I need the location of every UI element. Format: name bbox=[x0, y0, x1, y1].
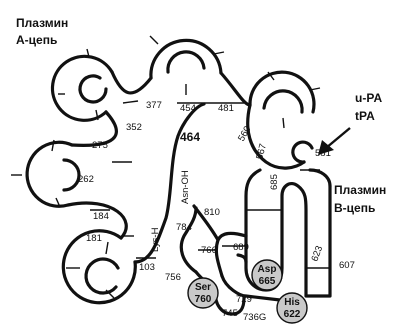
residue-607: 607 bbox=[339, 260, 355, 271]
residue-729: 729 bbox=[236, 294, 252, 305]
residue-184: 184 bbox=[93, 211, 109, 222]
kringle-4 bbox=[11, 140, 79, 207]
ser-name: Ser bbox=[195, 282, 211, 293]
residue-756: 756 bbox=[165, 272, 181, 283]
a-chain-title-line1: Плазмин bbox=[16, 16, 68, 30]
asp-name: Asp bbox=[258, 264, 277, 275]
residue-262: 262 bbox=[78, 174, 94, 185]
activator-label-upa: u-PA bbox=[355, 91, 382, 105]
b-chain-title-line2: В-цепь bbox=[334, 201, 375, 215]
residue-275: 275 bbox=[92, 140, 108, 151]
n-terminus-label: Lys-H bbox=[150, 227, 161, 252]
residue-784: 784 bbox=[176, 222, 192, 233]
residue-181: 181 bbox=[86, 233, 102, 244]
kringle-3 bbox=[250, 72, 320, 128]
his-number: 622 bbox=[284, 309, 301, 320]
residue-810: 810 bbox=[204, 207, 220, 218]
residue-736: 736G bbox=[243, 312, 266, 323]
ser-number: 760 bbox=[195, 294, 212, 305]
b-chain-title-line1: Плазмин bbox=[334, 183, 386, 197]
residue-745: 745 bbox=[222, 308, 238, 319]
kringle-1 bbox=[52, 49, 112, 120]
residue-352: 352 bbox=[126, 122, 142, 133]
asp-number: 665 bbox=[259, 276, 276, 287]
residue-623: 623 bbox=[309, 244, 325, 263]
cleavage-site-label: 464 bbox=[180, 130, 200, 144]
c-terminus-label: Asn-OH bbox=[180, 170, 191, 204]
his-name: His bbox=[284, 297, 300, 308]
activator-label-tpa: tPA bbox=[355, 109, 375, 123]
residue-454: 454 bbox=[180, 103, 196, 114]
active-site-asp: Asp 665 bbox=[252, 260, 282, 290]
residue-581: 581 bbox=[315, 148, 331, 159]
active-site-ser: Ser 760 bbox=[188, 278, 218, 308]
residue-103: 103 bbox=[139, 262, 155, 273]
active-site-his: His 622 bbox=[277, 293, 307, 323]
residue-685: 685 bbox=[269, 174, 280, 190]
residue-377: 377 bbox=[146, 100, 162, 111]
residue-481: 481 bbox=[218, 103, 234, 114]
residue-567: 567 bbox=[254, 143, 269, 161]
kringle-2 bbox=[150, 36, 224, 95]
residue-689: 689 bbox=[233, 242, 249, 253]
a-chain-title-line2: А-цепь bbox=[16, 33, 57, 47]
residue-766: 766 bbox=[201, 245, 217, 256]
